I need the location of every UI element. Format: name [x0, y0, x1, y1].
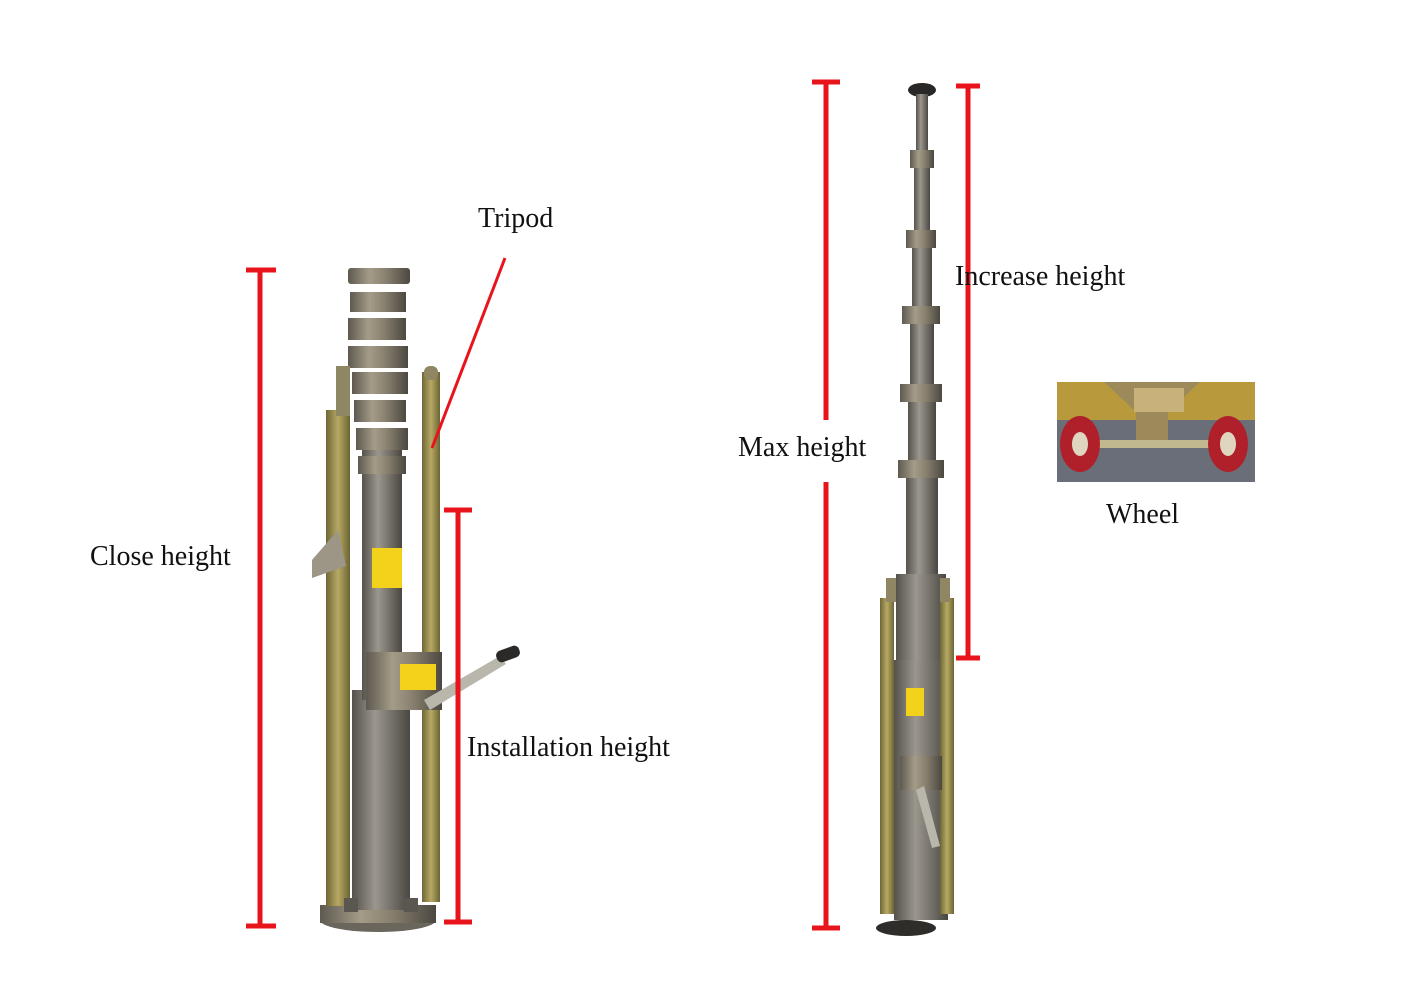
closed-mast — [312, 268, 520, 932]
tripod-pointer — [430, 257, 507, 449]
dim-increase-height — [956, 83, 980, 661]
left-bracket — [326, 410, 350, 906]
extended-mast — [876, 83, 954, 936]
dim-installation-height — [444, 507, 472, 925]
tripod-leg — [422, 372, 440, 902]
label-wheel: Wheel — [1106, 499, 1180, 530]
mast-top-cap — [908, 83, 936, 97]
dim-max-height — [812, 79, 840, 931]
crank-arm — [424, 656, 506, 710]
lower-tube — [352, 690, 410, 910]
wheel-photo — [1057, 382, 1255, 482]
warning-label-small — [906, 688, 924, 716]
axle — [1090, 440, 1220, 448]
crank-knob — [496, 645, 520, 663]
label-close-height: Close height — [90, 541, 231, 572]
label-tripod: Tripod — [478, 203, 554, 234]
warning-label — [372, 548, 402, 588]
label-max-height: Max height — [738, 432, 867, 463]
dim-close-height — [246, 267, 276, 929]
label-installation-height: Installation height — [467, 732, 670, 763]
label-increase-height: Increase height — [955, 261, 1126, 292]
winch-box-small — [900, 756, 942, 790]
side-lever — [312, 530, 346, 578]
collar-stack — [348, 268, 410, 474]
